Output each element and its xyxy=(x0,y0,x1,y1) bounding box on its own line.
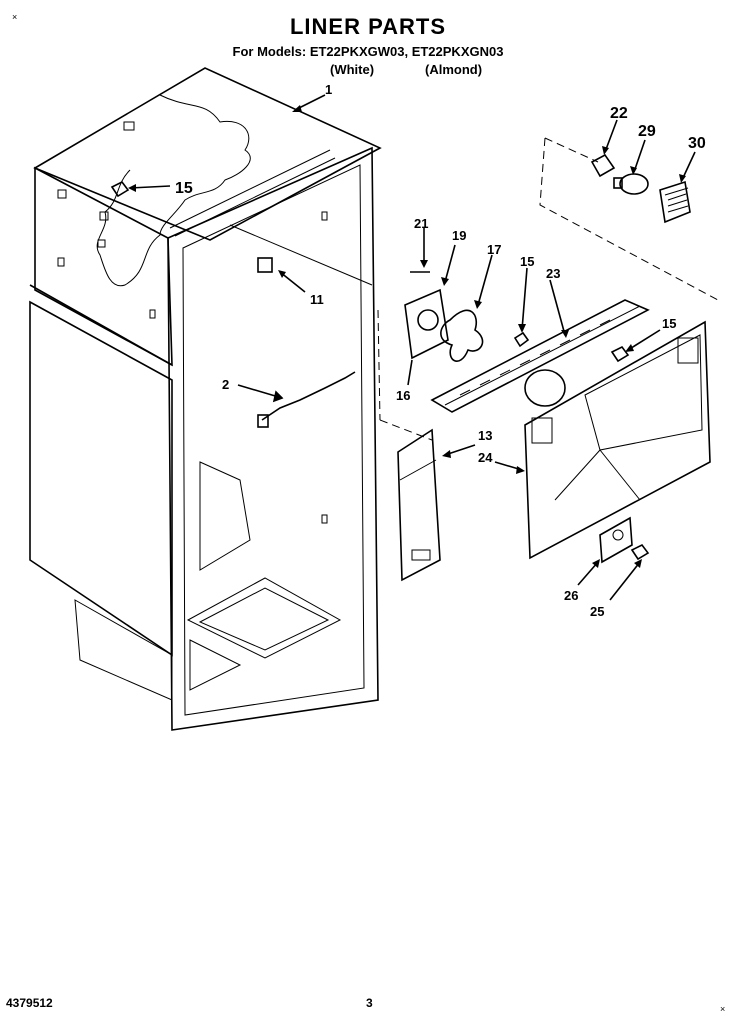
callout-15-left: 15 xyxy=(175,180,193,197)
callout-13: 13 xyxy=(478,428,492,443)
callout-26: 26 xyxy=(564,588,578,603)
callout-11: 11 xyxy=(310,292,324,307)
wiring-harness xyxy=(261,371,356,421)
callout-30: 30 xyxy=(688,135,706,152)
corner-mark-bottom-right: × xyxy=(720,1004,726,1014)
page-number: 3 xyxy=(366,996,373,1010)
plate-26 xyxy=(599,516,633,564)
document-number: 4379512 xyxy=(6,996,53,1010)
callout-16: 16 xyxy=(396,388,410,403)
callout-15-middle: 15 xyxy=(520,254,534,269)
light-shield-30 xyxy=(659,180,691,224)
page-title: LINER PARTS xyxy=(289,14,447,39)
callout-17: 17 xyxy=(487,242,501,257)
lamp-socket-22 xyxy=(590,153,616,178)
callout-21: 21 xyxy=(414,216,428,231)
callout-23: 23 xyxy=(546,266,560,281)
harness-connector xyxy=(257,414,269,428)
models-line: For Models: ET22PKXGW03, ET22PKXGN03 xyxy=(232,44,504,59)
callout-24: 24 xyxy=(478,450,493,465)
rear-panel-24 xyxy=(524,320,711,560)
callout-25: 25 xyxy=(590,604,604,619)
light-bulb-29 xyxy=(613,173,649,195)
fan-motor-assembly xyxy=(404,288,484,362)
callout-22: 22 xyxy=(610,105,628,122)
callout-29: 29 xyxy=(638,123,656,140)
liner-body xyxy=(29,67,382,731)
callout-19: 19 xyxy=(452,228,466,243)
air-duct-23 xyxy=(430,299,650,413)
callout-1: 1 xyxy=(325,82,332,97)
connector-11 xyxy=(257,257,273,273)
color-white-label: (White) xyxy=(330,62,375,77)
callout-2: 2 xyxy=(222,377,229,392)
corner-mark-top-left: × xyxy=(12,12,18,22)
callout-15-right: 15 xyxy=(662,316,676,331)
vent-cover-13 xyxy=(397,428,441,582)
color-almond-label: (Almond) xyxy=(425,62,483,77)
